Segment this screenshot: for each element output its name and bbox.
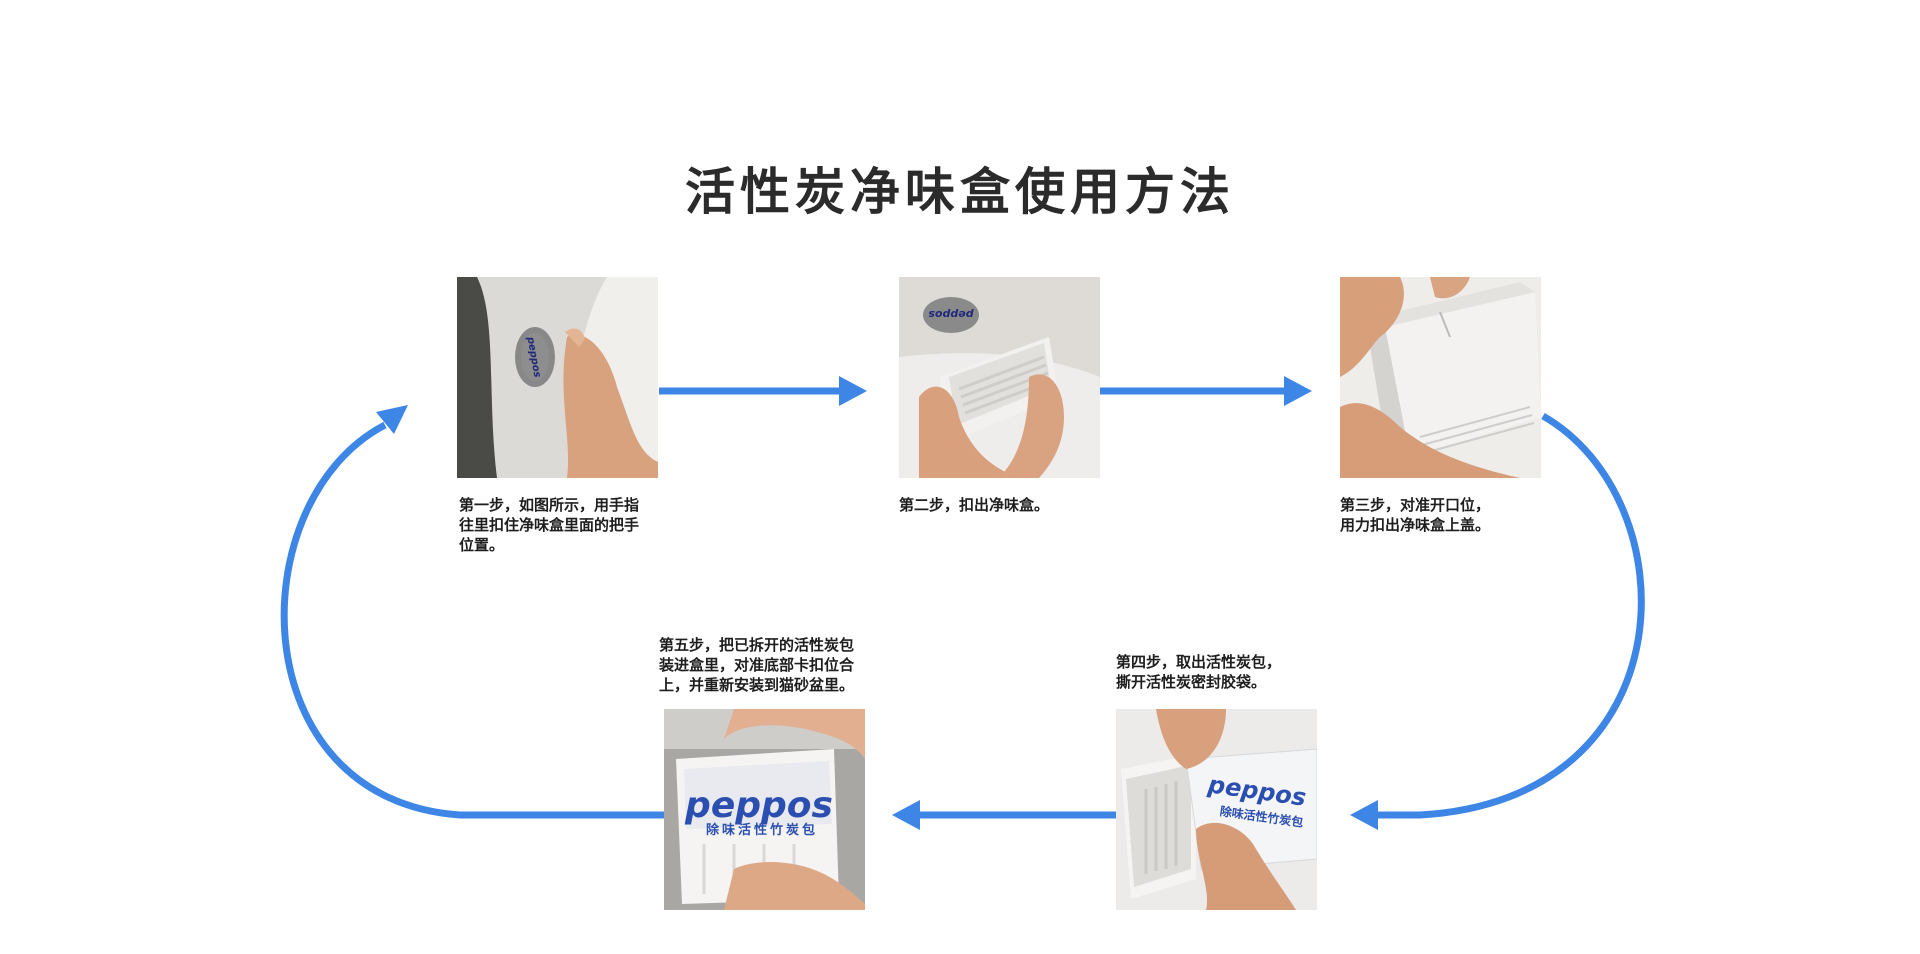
step-3-photo: [1340, 277, 1541, 478]
arrow-step4-to-step5: [892, 800, 1116, 830]
step-5-text: 第五步，把已拆开的活性炭包 装进盒里，对准底部卡扣位合 上，并重新安装到猫砂盆里…: [659, 636, 855, 694]
arrow-step2-to-step3: [1100, 376, 1312, 406]
step-2-text: 第二步，扣出净味盒。: [899, 496, 1050, 514]
step-4-photo: peppos 除味活性竹炭包: [1116, 709, 1317, 910]
logo-text: peppos: [684, 785, 833, 826]
logo-text: peppos: [928, 308, 975, 321]
step-2-photo: peppos: [899, 277, 1100, 478]
arrow-step1-to-step2: [659, 376, 867, 406]
arrow-step3-to-step4: [1350, 412, 1645, 830]
arrow-step5-to-step1: [280, 405, 664, 819]
step-1-text: 第一步，如图所示，用手指 往里扣住净味盒里面的把手 位置。: [459, 496, 640, 554]
bag-label-text: 除味活性竹炭包: [706, 822, 818, 838]
step-5-photo: peppos 除味活性竹炭包: [664, 709, 865, 910]
step-4-text: 第四步，取出活性炭包， 撕开活性炭密封胶袋。: [1116, 653, 1282, 691]
step-3-text: 第三步，对准开口位， 用力扣出净味盒上盖。: [1340, 496, 1491, 534]
page-title: 活性炭净味盒使用方法: [685, 163, 1235, 221]
step-1-photo: peppos: [457, 277, 658, 478]
